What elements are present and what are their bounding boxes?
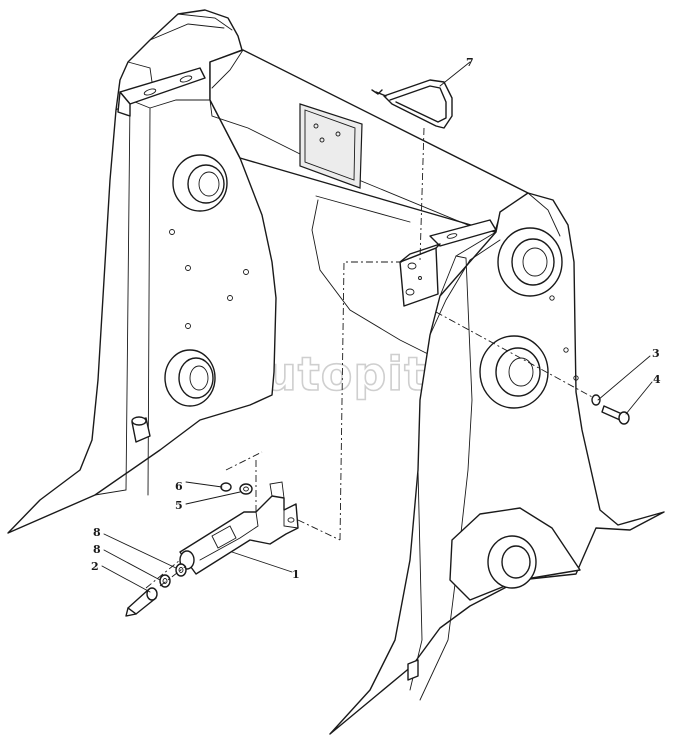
callout-8-lower: 8 [93, 543, 101, 556]
leader-lines [101, 61, 653, 593]
callout-8-upper: 8 [93, 526, 101, 539]
nut-parts [220, 482, 253, 495]
linkage-bracket-part [179, 481, 299, 575]
pin-part [125, 587, 158, 617]
callout-4: 4 [653, 373, 661, 386]
callout-7: 7 [466, 56, 474, 69]
callout-3: 3 [652, 347, 660, 360]
callout-5: 5 [175, 499, 183, 512]
assembly-center-lines [145, 127, 595, 589]
handle-clip-part [371, 79, 453, 129]
callout-labels: 7 3 4 6 5 8 8 2 1 [91, 56, 661, 581]
callout-2: 2 [91, 560, 99, 573]
callout-6: 6 [175, 480, 183, 493]
callout-1: 1 [292, 568, 300, 581]
bolt-parts [591, 394, 630, 425]
left-side-plate [7, 9, 277, 534]
right-side-plate [329, 192, 665, 735]
